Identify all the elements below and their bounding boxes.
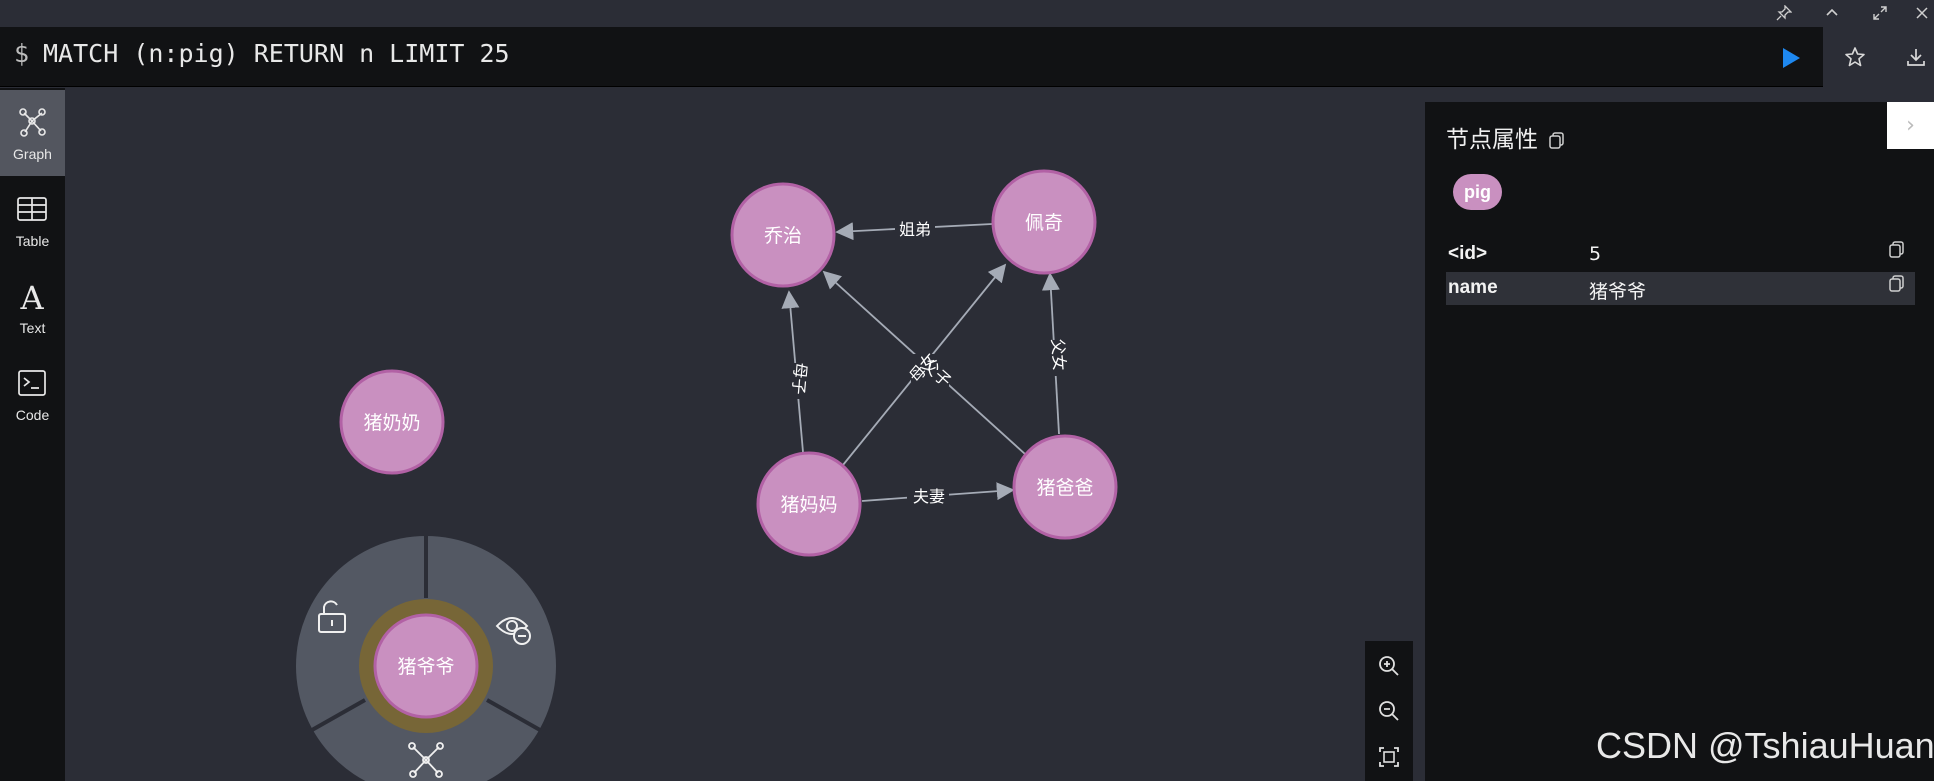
window-titlebar: [0, 0, 1934, 27]
prompt-symbol: $: [14, 39, 30, 68]
pin-icon[interactable]: [1772, 2, 1796, 24]
watermark: CSDN @TshiauHuan: [1596, 725, 1934, 766]
table-icon: [17, 197, 47, 221]
sidebar-item-graph[interactable]: Graph: [0, 90, 65, 176]
zoom-out-icon[interactable]: [1374, 696, 1404, 726]
copy-title-icon[interactable]: [1549, 131, 1565, 150]
sidebar-item-code[interactable]: Code: [0, 351, 65, 437]
rel-label-funv: 父女: [1048, 338, 1069, 371]
node-zhumama[interactable]: 猪妈妈: [756, 451, 862, 557]
rel-fuqi[interactable]: 夫妻: [861, 482, 1015, 507]
query-text[interactable]: MATCH (n:pig) RETURN n LIMIT 25: [43, 39, 510, 68]
download-icon: [1907, 49, 1925, 66]
property-row-id: <id> 5: [1446, 238, 1915, 271]
node-context-menu[interactable]: 猪爷爷: [296, 536, 556, 781]
property-value: 猪爷爷: [1589, 281, 1647, 303]
node-peiqi[interactable]: 佩奇: [991, 169, 1097, 275]
node-label-zhumama: 猪妈妈: [780, 494, 837, 516]
node-zhubaba[interactable]: 猪爸爸: [1012, 434, 1118, 540]
query-editor[interactable]: $ MATCH (n:pig) RETURN n LIMIT 25: [0, 27, 1823, 87]
panel-title: 节点属性: [1446, 120, 1565, 154]
svg-text:A: A: [19, 280, 44, 312]
hide-icon[interactable]: [495, 617, 531, 645]
star-icon: [1845, 47, 1865, 67]
zoom-controls: [1365, 641, 1413, 781]
close-icon[interactable]: [1910, 2, 1934, 24]
node-label-peiqi: 佩奇: [1025, 212, 1063, 234]
copy-icon[interactable]: [1889, 241, 1905, 259]
chevron-right-icon: ›: [1906, 113, 1915, 138]
node-qiaozhi[interactable]: 乔治: [730, 182, 836, 288]
download-button[interactable]: [1900, 42, 1932, 72]
node-label-zhunainai: 猪奶奶: [363, 412, 420, 434]
node-zhuyeye[interactable]: 猪爷爷: [373, 613, 479, 719]
property-value: 5: [1589, 243, 1602, 265]
text-icon: A: [19, 280, 44, 312]
code-icon: [18, 370, 46, 396]
collapse-icon[interactable]: [1820, 2, 1844, 24]
rel-jiedi[interactable]: 姐弟: [835, 218, 993, 241]
fit-screen-icon[interactable]: [1374, 742, 1404, 772]
run-button[interactable]: [1778, 45, 1804, 71]
sidebar-label-table: Table: [15, 233, 50, 249]
node-zhunainai[interactable]: 猪奶奶: [339, 369, 445, 475]
graph-canvas[interactable]: 姐弟 母子 母女 父子 父女 夫妻 乔治 佩奇 猪妈妈 猪爸爸: [65, 88, 1423, 781]
property-key: <id>: [1448, 243, 1488, 264]
rel-label-crossing-bg: [911, 354, 949, 388]
rel-funv[interactable]: 父女: [1041, 272, 1069, 435]
unlock-icon[interactable]: [318, 600, 346, 633]
sidebar-label-graph: Graph: [13, 146, 52, 162]
favorite-button[interactable]: [1839, 42, 1871, 72]
sidebar-item-table[interactable]: Table: [0, 177, 65, 263]
play-icon: [1783, 48, 1800, 68]
property-row-name: name 猪爷爷: [1446, 272, 1915, 305]
panel-title-text: 节点属性: [1446, 127, 1538, 153]
graph-icon: [19, 108, 46, 137]
view-sidebar: Graph Table A Text Code: [0, 88, 65, 781]
sidebar-label-code: Code: [15, 407, 50, 423]
label-tag-pig[interactable]: pig: [1453, 174, 1502, 210]
rel-label-jiedi: 姐弟: [899, 220, 931, 239]
node-label-zhubaba: 猪爸爸: [1036, 477, 1093, 499]
rel-muzi[interactable]: 母子: [781, 290, 811, 453]
property-key: name: [1448, 277, 1498, 298]
expand-icon[interactable]: [408, 742, 444, 778]
sidebar-item-text[interactable]: A Text: [0, 264, 65, 350]
properties-panel: 节点属性 › pig <id> 5 name 猪爷爷: [1425, 102, 1934, 781]
sidebar-label-text: Text: [19, 320, 46, 336]
rel-label-muzi: 母子: [789, 362, 811, 396]
rel-label-fuqi: 夫妻: [913, 487, 945, 506]
panel-collapse-button[interactable]: ›: [1887, 102, 1934, 149]
fullscreen-icon[interactable]: [1868, 2, 1892, 24]
node-label-zhuyeye: 猪爷爷: [397, 656, 454, 678]
copy-icon[interactable]: [1889, 275, 1905, 293]
node-label-qiaozhi: 乔治: [764, 225, 802, 247]
zoom-in-icon[interactable]: [1374, 651, 1404, 681]
